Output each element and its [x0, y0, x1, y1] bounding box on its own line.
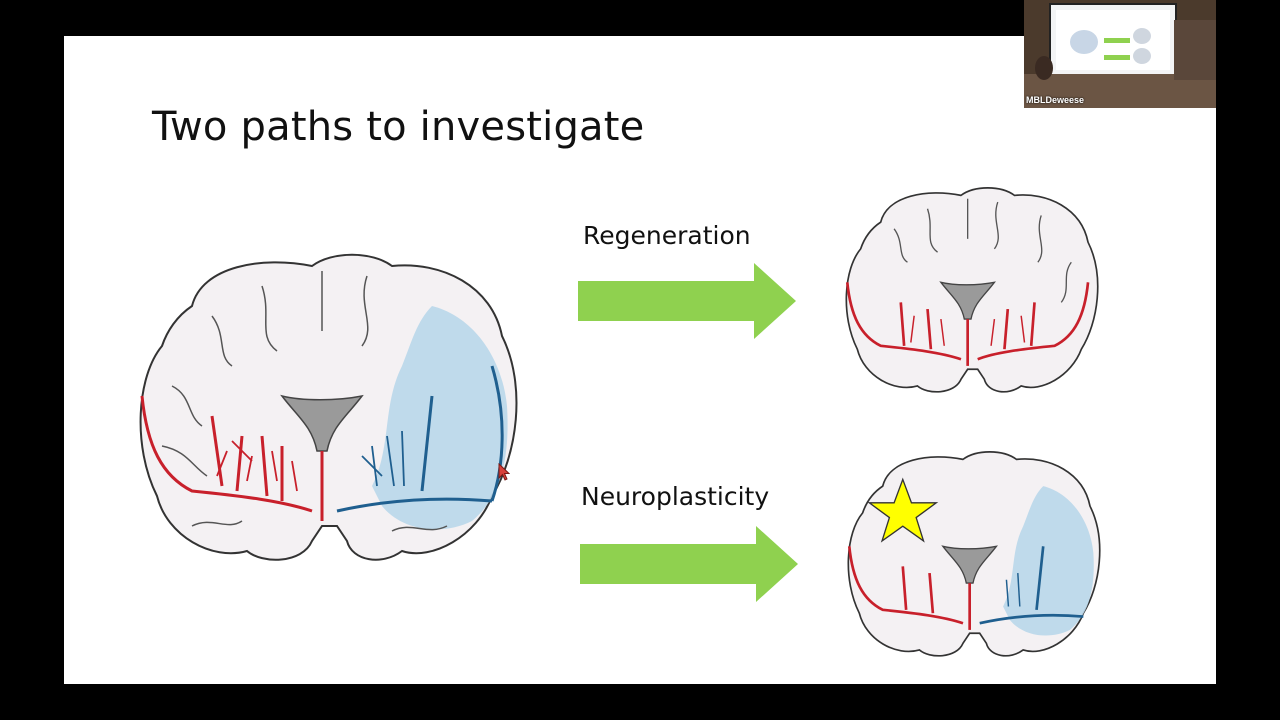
presentation-slide: Two paths to investigate	[64, 36, 1216, 684]
brain-stroke-illustration-large	[139, 253, 518, 561]
mouse-pointer-icon	[498, 463, 510, 481]
regeneration-label: Regeneration	[583, 221, 751, 250]
brain-neuroplasticity-illustration	[847, 451, 1101, 657]
brain-regenerated-illustration	[845, 187, 1099, 393]
slide-title: Two paths to investigate	[152, 104, 645, 150]
webcam-feed-icon	[1024, 0, 1216, 108]
neuroplasticity-label: Neuroplasticity	[581, 482, 770, 511]
presenter-name: MBLDeweese	[1026, 95, 1085, 105]
neuroplasticity-arrow	[580, 526, 798, 602]
regeneration-arrow	[578, 263, 796, 339]
star-icon	[867, 477, 939, 543]
presenter-webcam: MBLDeweese	[1024, 0, 1216, 108]
